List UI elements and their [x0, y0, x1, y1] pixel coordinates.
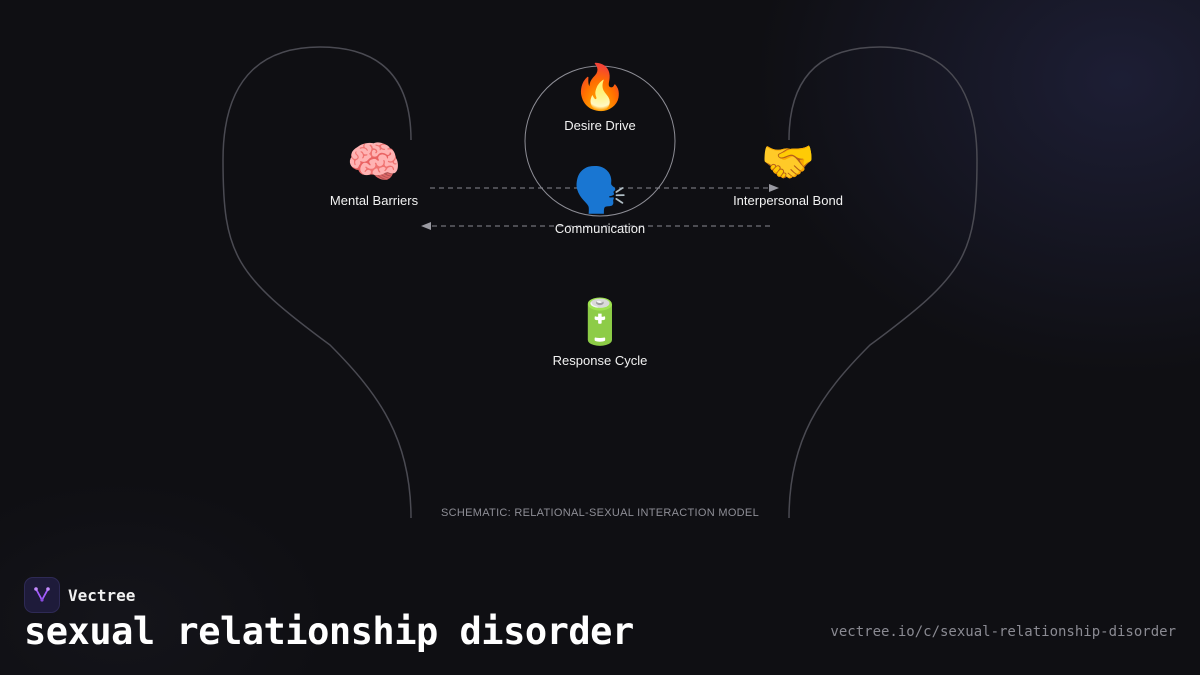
battery-icon: 🔋	[572, 297, 628, 348]
fire-icon: 🔥	[572, 62, 628, 113]
node-desire-drive: 🔥 Desire Drive	[564, 62, 636, 133]
right-body-outline	[788, 46, 978, 519]
node-label: Communication	[554, 221, 646, 236]
brand[interactable]: Vectree	[24, 577, 135, 613]
node-communication: 🗣️ Communication	[555, 165, 645, 236]
node-response-cycle: 🔋 Response Cycle	[553, 297, 648, 368]
node-label: Response Cycle	[552, 353, 648, 368]
diagram-caption: SCHEMATIC: RELATIONAL-SEXUAL INTERACTION…	[441, 507, 759, 519]
page-title: sexual relationship disorder	[24, 610, 634, 653]
speaking-head-icon: 🗣️	[572, 165, 628, 216]
node-interpersonal-bond: 🤝 Interpersonal Bond	[733, 137, 843, 208]
center-circle	[524, 65, 676, 217]
brand-name: Vectree	[68, 585, 136, 605]
node-label: Interpersonal Bond	[733, 193, 843, 208]
handshake-icon: 🤝	[760, 137, 816, 188]
node-label: Mental Barriers	[329, 193, 419, 208]
page-url[interactable]: vectree.io/c/sexual-relationship-disorde…	[830, 624, 1176, 640]
node-label: Desire Drive	[564, 118, 636, 133]
left-body-outline	[222, 46, 412, 519]
vectree-logo-icon	[24, 577, 60, 613]
node-mental-barriers: 🧠 Mental Barriers	[330, 137, 418, 208]
brain-icon: 🧠	[346, 137, 402, 188]
